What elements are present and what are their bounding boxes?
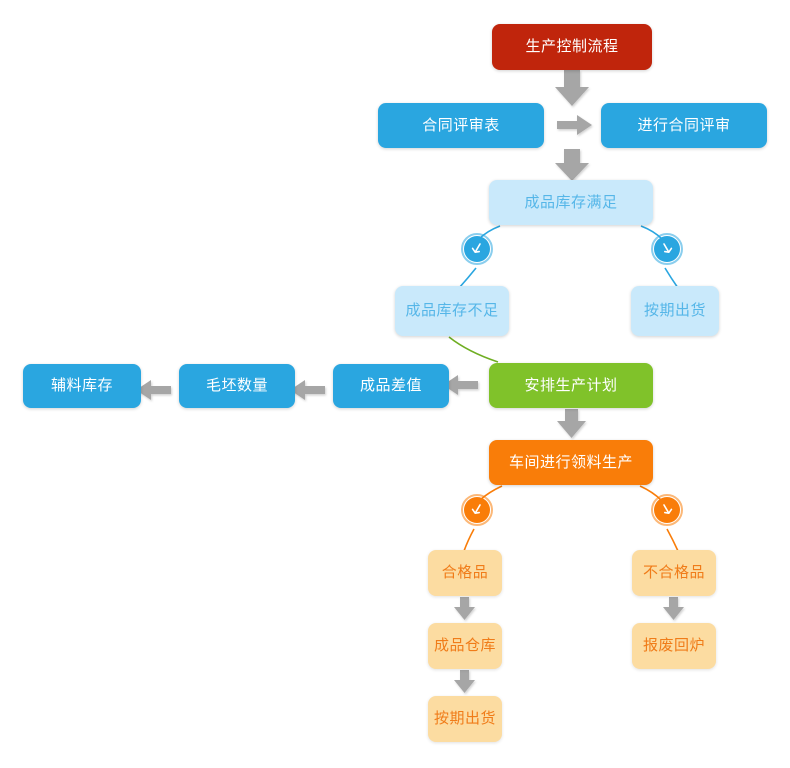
icon-glyph xyxy=(471,504,481,514)
node-label: 成品库存不足 xyxy=(405,302,499,319)
node-label: 合同评审表 xyxy=(422,116,500,134)
node-stock-ok[interactable]: 成品库存满足 xyxy=(489,180,653,225)
connector-diff-to-blank xyxy=(290,380,325,400)
node-aux-stock[interactable]: 辅料库存 xyxy=(23,364,141,408)
node-label: 进行合同评审 xyxy=(637,116,731,134)
node-label: 毛坯数量 xyxy=(205,377,268,394)
node-pass[interactable]: 合格品 xyxy=(428,550,502,596)
connector-fail-to-scrap xyxy=(663,597,684,620)
node-label: 成品仓库 xyxy=(433,637,496,654)
node-label: 辅料库存 xyxy=(50,377,113,394)
connector-contract-to-stockok xyxy=(555,149,589,181)
node-plan[interactable]: 安排生产计划 xyxy=(489,363,653,408)
connector-pass-to-warehouse xyxy=(454,597,475,620)
node-label: 合格品 xyxy=(441,564,489,581)
icon-ring xyxy=(651,494,683,526)
node-ship-final[interactable]: 按期出货 xyxy=(428,696,502,742)
icon-glyph xyxy=(471,243,481,253)
connector-blank-to-aux xyxy=(136,380,171,400)
node-warehouse[interactable]: 成品仓库 xyxy=(428,623,502,669)
node-review[interactable]: 进行合同评审 xyxy=(601,103,767,148)
node-label: 成品库存满足 xyxy=(524,193,618,211)
node-label: 车间进行领料生产 xyxy=(508,453,633,471)
node-fail[interactable]: 不合格品 xyxy=(632,550,716,596)
connector-stocklow-to-plan xyxy=(448,336,499,363)
node-workshop[interactable]: 车间进行领料生产 xyxy=(489,440,653,485)
connector-warehouse-to-shipfinal xyxy=(454,670,475,693)
node-label: 报废回炉 xyxy=(642,637,705,654)
icon-glyph xyxy=(663,243,673,253)
node-label: 生产控制流程 xyxy=(525,38,619,55)
connector-contract-to-review xyxy=(557,115,592,135)
arrow-down-right-circle-icon[interactable] xyxy=(651,233,683,265)
node-label: 按期出货 xyxy=(643,302,706,319)
icon-glyph xyxy=(663,504,673,514)
node-label: 安排生产计划 xyxy=(524,376,618,394)
icon-ring xyxy=(461,233,493,265)
connector-root-to-contract xyxy=(555,70,589,106)
node-blank-qty[interactable]: 毛坯数量 xyxy=(179,364,295,408)
node-label: 按期出货 xyxy=(433,710,496,727)
node-ship-ontime[interactable]: 按期出货 xyxy=(631,286,719,336)
node-label: 成品差值 xyxy=(359,377,422,394)
node-stock-low[interactable]: 成品库存不足 xyxy=(395,286,509,336)
connector-stockok-branches xyxy=(458,225,679,289)
node-scrap[interactable]: 报废回炉 xyxy=(632,623,716,669)
node-contract[interactable]: 合同评审表 xyxy=(378,103,544,148)
icon-ring xyxy=(461,494,493,526)
connector-workshop-branches xyxy=(463,485,679,552)
arrow-down-left-circle-icon[interactable] xyxy=(461,233,493,265)
node-diff[interactable]: 成品差值 xyxy=(333,364,449,408)
arrow-down-left-circle-icon[interactable] xyxy=(461,494,493,526)
node-label: 不合格品 xyxy=(642,564,705,581)
icon-ring xyxy=(651,233,683,265)
connector-plan-to-workshop xyxy=(557,409,586,438)
node-root[interactable]: 生产控制流程 xyxy=(492,24,652,70)
arrow-down-right-circle-icon[interactable] xyxy=(651,494,683,526)
